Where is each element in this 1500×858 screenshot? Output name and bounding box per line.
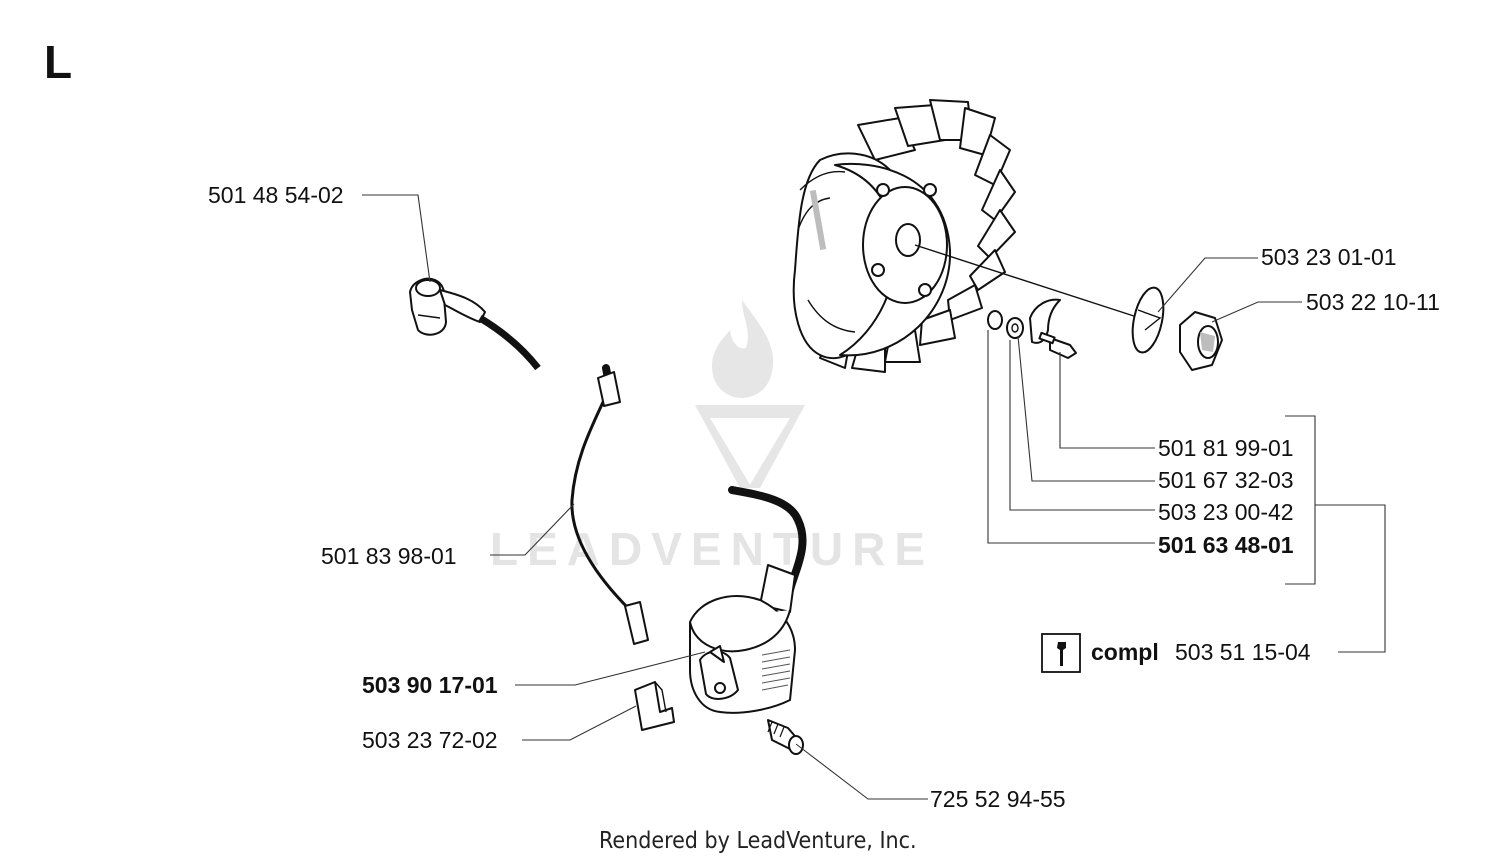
label-ignition-module[interactable]: 503 90 17-01 (362, 672, 498, 698)
footer-credit: Rendered by LeadVenture, Inc. (599, 828, 917, 854)
pawl-assembly-drawing (987, 298, 1077, 359)
watermark-text: LEADVENTURE (490, 523, 934, 575)
starter-washer-drawing (1131, 286, 1165, 354)
kit-label-compl: compl (1091, 639, 1159, 665)
ignition-module-drawing (689, 486, 807, 714)
module-spacer-drawing (634, 681, 675, 731)
label-pawl-washer[interactable]: 501 63 48-01 (1158, 532, 1294, 558)
flame-logo-icon (695, 300, 805, 488)
label-module-screw[interactable]: 725 52 94-55 (930, 786, 1066, 812)
ignition-cable-drawing (570, 364, 649, 645)
kit-number: 503 51 15-04 (1175, 639, 1311, 665)
flywheel-drawing (792, 99, 1016, 373)
section-letter: L (44, 36, 72, 88)
label-starter-washer[interactable]: 503 23 01-01 (1261, 244, 1397, 270)
label-pawl-screw[interactable]: 501 81 99-01 (1158, 435, 1294, 461)
label-flywheel-nut[interactable]: 503 22 10-11 (1306, 289, 1440, 315)
label-pawl-spring[interactable]: 501 67 32-03 (1158, 467, 1294, 493)
ignition-cap-drawing (409, 277, 541, 371)
label-pawl[interactable]: 503 23 00-42 (1158, 499, 1294, 525)
label-module-spacer[interactable]: 503 23 72-02 (362, 727, 498, 753)
watermark: LEADVENTURE (490, 300, 934, 575)
kit-label[interactable]: compl 503 51 15-04 (1041, 633, 1311, 673)
module-screw-drawing (767, 719, 804, 755)
wrench-icon (1041, 633, 1081, 673)
flywheel-nut-drawing (1179, 311, 1223, 371)
label-ignition-cap[interactable]: 501 48 54-02 (208, 182, 344, 208)
label-ignition-cable[interactable]: 501 83 98-01 (321, 543, 457, 569)
leader-lines (362, 194, 1386, 800)
